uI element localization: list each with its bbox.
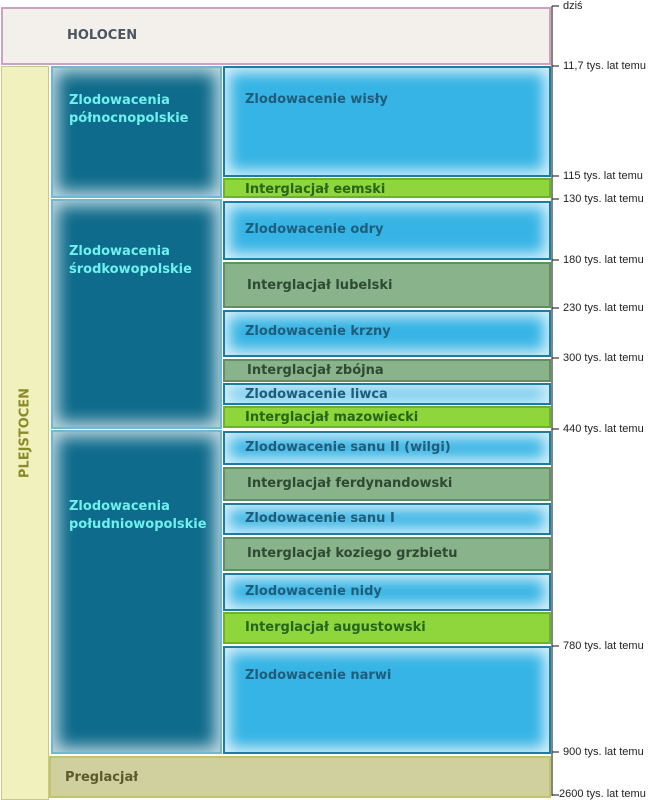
plejstocen-band: PLEJSTOCEN — [1, 66, 49, 800]
holocen-label: HOLOCEN — [67, 28, 138, 43]
plejstocen-label: PLEJSTOCEN — [17, 387, 33, 479]
tick-label: 11,7 tys. lat temu — [563, 60, 646, 72]
tick-label: 2600 tys. lat temu — [559, 788, 646, 800]
preglacjal-label: Preglacjał — [65, 770, 139, 785]
stage-label: Interglacjał koziego grzbietu — [247, 546, 458, 561]
preglacjal-band: Preglacjał — [49, 756, 551, 798]
stage-mazowiecki: Interglacjał mazowiecki — [223, 406, 551, 428]
stage-label: Zlodowacenie krzny — [245, 324, 391, 339]
holocen-band: HOLOCEN — [1, 7, 551, 65]
stage-ferdynandowski: Interglacjał ferdynandowski — [223, 467, 551, 501]
time-axis: dziś 11,7 tys. lat temu 115 tys. lat tem… — [551, 0, 650, 800]
tick-label: 780 tys. lat temu — [563, 640, 644, 652]
stage-nidy: Zlodowacenie nidy — [223, 573, 551, 611]
tick-label: 115 tys. lat temu — [563, 170, 643, 182]
stage-narwi: Zlodowacenie narwi — [223, 646, 551, 754]
time-axis-line — [551, 5, 559, 796]
stage-label: Zlodowacenie wisły — [245, 92, 388, 107]
stage-label: Zlodowacenie liwca — [245, 387, 388, 402]
stage-label: Interglacjał lubelski — [247, 278, 393, 293]
stage-label: Zlodowacenie narwi — [245, 668, 392, 683]
tick-label: 440 tys. lat temu — [563, 423, 644, 435]
stage-label: Zlodowacenie nidy — [245, 584, 382, 599]
stage-sanu-i: Zlodowacenie sanu I — [223, 503, 551, 535]
stage-krzny: Zlodowacenie krzny — [223, 310, 551, 357]
stage-label: Interglacjał augustowski — [245, 620, 426, 635]
stage-label: Interglacjał eemski — [245, 182, 386, 197]
tick-label: 130 tys. lat temu — [563, 193, 644, 205]
stage-sanu-ii: Zlodowacenie sanu II (wilgi) — [223, 431, 551, 465]
stage-label: Interglacjał zbójna — [247, 363, 384, 378]
stage-wisly: Zlodowacenie wisły — [223, 66, 551, 177]
stage-label: Interglacjał mazowiecki — [245, 410, 419, 425]
stage-eemski: Interglacjał eemski — [223, 178, 551, 198]
tick-label: 230 tys. lat temu — [563, 302, 644, 314]
stage-zbojna: Interglacjał zbójna — [223, 359, 551, 382]
stage-odry: Zlodowacenie odry — [223, 201, 551, 260]
stage-label: Zlodowacenie sanu II (wilgi) — [245, 440, 451, 455]
stage-augustowski: Interglacjał augustowski — [223, 612, 551, 644]
stage-label: Zlodowacenie odry — [245, 222, 384, 237]
stage-label: Zlodowacenie sanu I — [245, 511, 395, 526]
stage-liwca: Zlodowacenie liwca — [223, 383, 551, 405]
tick-label: 300 tys. lat temu — [563, 352, 644, 364]
tick-label: dziś — [563, 0, 583, 12]
tick-label: 900 tys. lat temu — [563, 746, 644, 758]
stage-label: Interglacjał ferdynandowski — [247, 476, 453, 491]
stage-koziego-grzbietu: Interglacjał koziego grzbietu — [223, 537, 551, 571]
stage-lubelski: Interglacjał lubelski — [223, 262, 551, 308]
tick-label: 180 tys. lat temu — [563, 254, 644, 266]
